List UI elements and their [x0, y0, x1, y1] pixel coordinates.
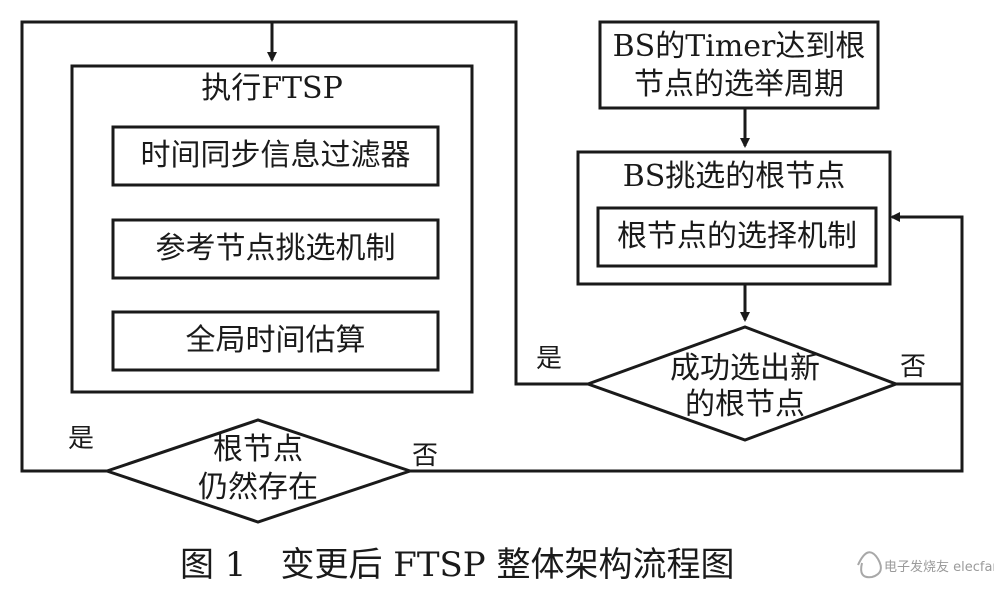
step-label-3: 全局时间估算 — [185, 323, 366, 358]
bs-timer-line2: 节点的选举周期 — [634, 67, 844, 102]
bs-timer-line1: BS的Timer达到根 — [612, 29, 866, 64]
new-root-line1: 成功选出新 — [670, 351, 820, 386]
selection-mechanism-label: 根节点的选择机制 — [617, 219, 857, 254]
step-label-2: 参考节点挑选机制 — [155, 231, 396, 266]
step-label-1: 时间同步信息过滤器 — [140, 138, 411, 173]
right-yes-connector — [272, 20, 588, 386]
watermark-text: 电子发烧友 elecfans.com — [884, 560, 994, 575]
left-no-connector — [410, 212, 964, 473]
left-yes-label: 是 — [68, 424, 95, 454]
right-no-label: 否 — [900, 352, 927, 382]
left-no-label: 否 — [412, 441, 439, 471]
ftsp-box — [70, 64, 474, 394]
step-box-1 — [111, 125, 440, 187]
root-exists-line1: 根节点 — [213, 432, 303, 467]
new-root-line2: 的根节点 — [685, 387, 805, 422]
ftsp-title: 执行FTSP — [201, 71, 343, 106]
left-loop-connector — [20, 20, 277, 473]
right-yes-label: 是 — [536, 344, 563, 374]
bs-timer-box — [598, 20, 880, 110]
bs-select-box — [576, 150, 892, 286]
figure-caption: 图 1 变更后 FTSP 整体架构流程图 — [180, 545, 735, 585]
root-exists-line2: 仍然存在 — [198, 470, 318, 505]
bs-select-title: BS挑选的根节点 — [622, 159, 846, 194]
step-box-2 — [111, 218, 440, 280]
selection-mechanism-box — [596, 206, 878, 268]
watermark-logo — [857, 551, 882, 579]
step-box-3 — [111, 310, 440, 372]
